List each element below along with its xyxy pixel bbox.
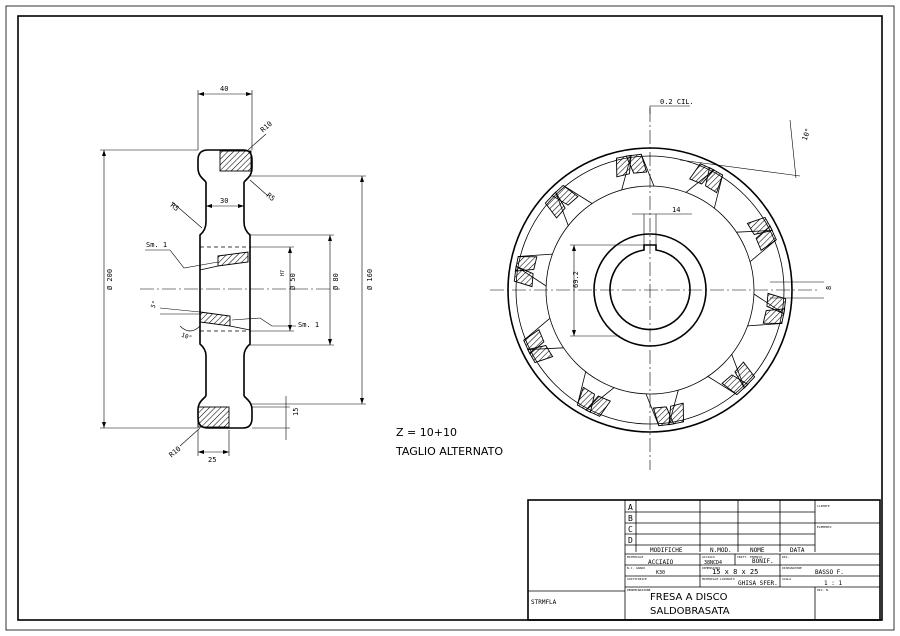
dim-diameter-50: Ø 50 bbox=[289, 273, 297, 290]
label-dim: DIMENSIONI bbox=[702, 566, 720, 570]
label-mat-lav: MATERIALE LAVORATO bbox=[702, 577, 735, 581]
label-dis: DIS. bbox=[782, 555, 789, 559]
desc-line2: SALDOBRASATA bbox=[650, 606, 730, 617]
dim-radius-top: R10 bbox=[259, 120, 274, 134]
val-dim: 15 x 8 x 25 bbox=[712, 568, 758, 576]
tooth-gullet bbox=[707, 376, 738, 395]
carbide-tooth bbox=[762, 308, 786, 324]
tooth-gullet bbox=[562, 185, 593, 204]
dim-diameter-160: Ø 160 bbox=[366, 269, 374, 290]
desc-line1: FRESA A DISCO bbox=[650, 592, 728, 603]
val-tratt: BONIF. bbox=[752, 558, 774, 565]
carbide-tooth bbox=[652, 406, 675, 427]
label-dis-n: DIS. N. bbox=[817, 588, 830, 592]
label-materiale: MATERIALE bbox=[627, 555, 643, 559]
dim-angle-5: 5° bbox=[150, 300, 159, 309]
rev-b: B bbox=[628, 514, 633, 523]
col-data: DATA bbox=[790, 547, 805, 554]
dim-radius-bottom: R10 bbox=[168, 445, 183, 459]
dim-diameter-80: Ø 80 bbox=[332, 273, 340, 290]
rev-c: C bbox=[628, 525, 633, 534]
label-scala: SCALA bbox=[782, 577, 791, 581]
tooth-gullet bbox=[747, 323, 782, 327]
col-modifiche: MODIFICHE bbox=[650, 547, 683, 554]
label-grado: N.C. GRADO bbox=[627, 566, 645, 570]
label-denominazione: DENOMINAZIONE bbox=[627, 588, 651, 592]
note-sm-upper: Sm. 1 bbox=[146, 241, 167, 249]
label-sost: SOSTITUISCE bbox=[627, 577, 647, 581]
rev-a: A bbox=[628, 503, 633, 512]
label-cliente: CLIENTE bbox=[817, 504, 830, 508]
dim-width-bottom: 25 bbox=[208, 456, 216, 464]
val-dis2: BASSO F. bbox=[815, 569, 844, 576]
inner-frame bbox=[17, 15, 883, 621]
tooth-gullet bbox=[713, 174, 723, 209]
val-mat-lav: GHISA SFER. bbox=[738, 580, 778, 587]
tooth-gullet bbox=[645, 393, 660, 426]
section-view: 40 R10 R5 R5 30 Ø 200 Ø 160 Ø 80 bbox=[100, 85, 374, 464]
dim-width-top: 40 bbox=[220, 85, 228, 93]
val-acciaio: 38NCD4 bbox=[704, 560, 722, 566]
carbide-tooth bbox=[755, 225, 777, 251]
label-acciaio: ACCIAIO bbox=[702, 555, 715, 559]
tooth-gullet bbox=[749, 239, 777, 263]
dim-15: 15 bbox=[292, 408, 300, 416]
front-view: 0.2 CIL. 10° 14 69.2 8 bbox=[490, 98, 833, 470]
company-name: STRMFLA bbox=[531, 599, 557, 606]
note-sm-lower: Sm. 1 bbox=[298, 321, 319, 329]
carbide-tooth bbox=[704, 167, 724, 194]
dim-angle-10-right: 10° bbox=[801, 127, 813, 142]
cutter-teeth bbox=[513, 153, 787, 427]
dim-keyway-69: 69.2 bbox=[572, 271, 580, 288]
dim-neck-width: 30 bbox=[220, 197, 228, 205]
val-scala: 1 : 1 bbox=[824, 580, 842, 587]
title-block: A B C D MODIFICHE N.MOD. NOME DATA CLIEN… bbox=[527, 499, 881, 621]
tooth-gullet bbox=[640, 154, 655, 187]
tol-flatness: 0.2 CIL. bbox=[660, 98, 694, 106]
carbide-tooth bbox=[523, 329, 545, 355]
tooth-gullet bbox=[518, 253, 553, 257]
carbide-tooth bbox=[551, 184, 579, 206]
col-nmod: N.MOD. bbox=[710, 547, 732, 554]
dim-radius-right: R5 bbox=[265, 191, 277, 203]
carbide-tooth bbox=[576, 386, 596, 413]
tooth-gullet bbox=[577, 371, 587, 406]
val-materiale: ACCIAIO bbox=[648, 559, 674, 566]
carbide-tooth bbox=[721, 374, 749, 396]
label-dis2: DISEGNATORE bbox=[782, 566, 802, 570]
dim-tolerance-50: H7 bbox=[280, 270, 286, 276]
carbide-tooth bbox=[625, 153, 648, 174]
dim-tooth-8: 8 bbox=[825, 286, 833, 290]
tooth-gullet bbox=[523, 317, 551, 341]
val-grado: K30 bbox=[656, 570, 665, 576]
label-tratt: TRATT. TERMICO bbox=[737, 555, 762, 559]
rev-d: D bbox=[628, 536, 633, 545]
label-elemento: ELEMENTO bbox=[817, 525, 832, 529]
dim-angle-10: 10° bbox=[180, 332, 193, 342]
col-nome: NOME bbox=[750, 547, 765, 554]
note-teeth-count: Z = 10+10 bbox=[396, 426, 457, 439]
outer-frame bbox=[5, 5, 895, 631]
dim-radius-left: R5 bbox=[169, 201, 181, 213]
dim-keyway-14: 14 bbox=[672, 206, 680, 214]
dim-diameter-200: Ø 200 bbox=[106, 269, 114, 290]
carbide-tooth bbox=[514, 256, 538, 272]
note-cut-type: TAGLIO ALTERNATO bbox=[395, 445, 503, 458]
